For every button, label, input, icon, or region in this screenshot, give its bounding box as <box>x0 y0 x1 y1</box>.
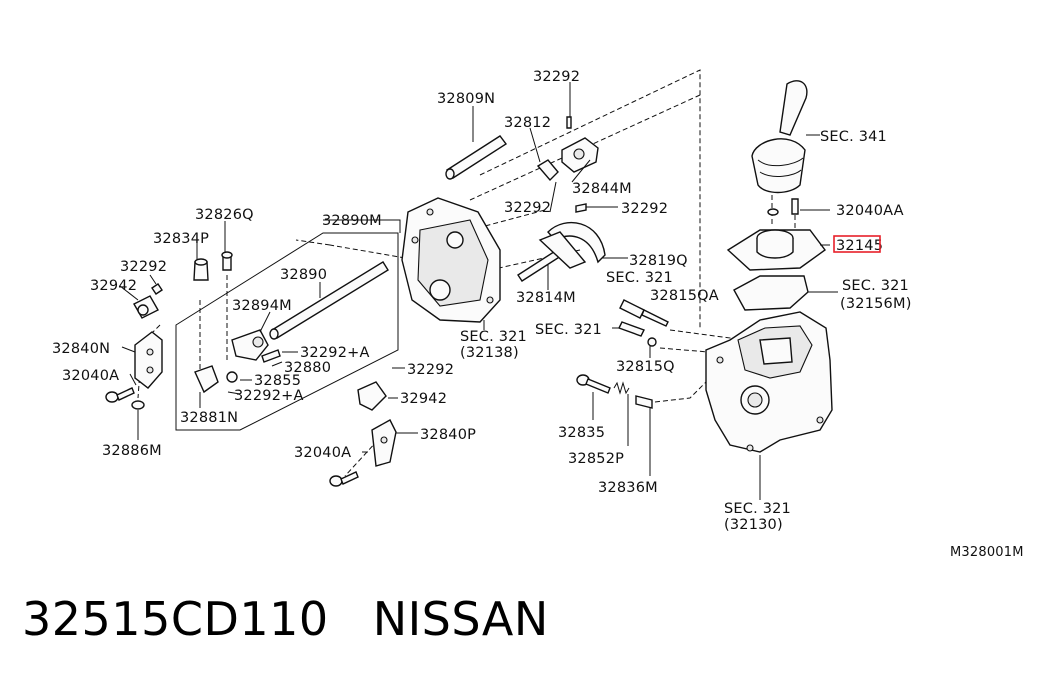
pin-32292-top <box>566 116 572 129</box>
plug-32836M <box>635 395 653 409</box>
label-32844M: 32844M <box>572 181 632 197</box>
label-32836M: 32836M <box>598 480 658 496</box>
leader-lines <box>119 82 838 500</box>
label-32040A-b: 32040A <box>294 445 351 461</box>
bushing-32942-left <box>133 295 159 319</box>
bracket-32840N <box>134 331 163 389</box>
label-32814M: 32814M <box>516 290 576 306</box>
label-32855: 32855 <box>254 373 301 389</box>
label-32942-b: 32942 <box>400 391 447 407</box>
label-32292A-a: 32292+A <box>300 345 370 361</box>
label-32292-b: 32292 <box>504 200 551 216</box>
bolt-32040A-left <box>105 387 135 403</box>
label-32826Q: 32826Q <box>195 207 254 223</box>
label-sec321-b: SEC. 321 <box>842 278 909 294</box>
label-32886M: 32886M <box>102 443 162 459</box>
label-32840N: 32840N <box>52 341 110 357</box>
label-sec321-e: SEC. 321 <box>724 501 791 517</box>
label-sec321-d: SEC. 321 <box>535 322 602 338</box>
label-32852P: 32852P <box>568 451 624 467</box>
dashed-guide-5 <box>669 329 746 341</box>
label-32812: 32812 <box>504 115 551 131</box>
diagram-code: M328001M <box>950 545 1024 560</box>
label-sec341: SEC. 341 <box>820 129 887 145</box>
shift-lever-boot <box>751 80 808 216</box>
clip-32812 <box>536 159 559 182</box>
label-32040A-a: 32040A <box>62 368 119 384</box>
cover-32145 <box>726 229 826 271</box>
adapter-plate-32138 <box>401 197 501 323</box>
label-32040AA: 32040AA <box>836 203 904 219</box>
label-32145: 32145 <box>836 238 883 254</box>
label-32834P: 32834P <box>153 231 209 247</box>
label-32835: 32835 <box>558 425 605 441</box>
label-32890: 32890 <box>280 267 327 283</box>
label-32292-top: 32292 <box>533 69 580 85</box>
shaft-32890 <box>269 261 389 340</box>
footer: 32515CD110 NISSAN <box>22 592 549 668</box>
lever-32894M <box>231 329 269 361</box>
part-number: 32515CD110 <box>22 592 329 646</box>
shaft-32809N <box>445 135 508 180</box>
assembly-frame <box>175 232 399 431</box>
bracket-32840P <box>371 419 397 467</box>
label-32138: (32138) <box>460 345 519 361</box>
brand-name: NISSAN <box>372 592 549 646</box>
label-32130: (32130) <box>724 517 783 533</box>
bolt-32040A-bottom <box>329 471 359 487</box>
label-sec321-a: SEC. 321 <box>606 270 673 286</box>
shift-fork-32819Q <box>538 221 606 269</box>
dashed-guide-14 <box>344 439 379 477</box>
label-32156M: (32156M) <box>840 296 912 312</box>
dashed-guide-1 <box>479 69 701 330</box>
plunger-32835 <box>576 374 611 394</box>
label-32815Q: 32815Q <box>616 359 675 375</box>
dashed-guide-6 <box>659 347 746 356</box>
label-32292-e: 32292 <box>407 362 454 378</box>
dashed-guide-8 <box>295 239 406 259</box>
switch-32815Q <box>618 321 657 347</box>
label-32942-a: 32942 <box>90 278 137 294</box>
transmission-case-32130 <box>705 311 833 453</box>
pin-32880 <box>261 349 281 363</box>
label-32809N: 32809N <box>437 91 495 107</box>
label-32894M: 32894M <box>232 298 292 314</box>
dashed-guide-7 <box>654 379 709 403</box>
label-32880: 32880 <box>284 360 331 376</box>
label-32292A-b: 32292+A <box>234 388 304 404</box>
plug-32834P <box>193 258 209 281</box>
pin-32292-left <box>151 283 163 295</box>
bolt-32826Q <box>221 251 233 271</box>
bracket-32881N <box>194 365 219 394</box>
pin-32292-mid <box>575 203 587 213</box>
label-32292-c: 32292 <box>621 201 668 217</box>
gasket-32156M <box>733 275 809 311</box>
highlight-box-32145 <box>833 235 881 253</box>
dashed-guide-2 <box>469 94 701 201</box>
label-32840P: 32840P <box>420 427 476 443</box>
washer-32886M <box>131 400 145 410</box>
bushing-32942-right <box>357 381 387 411</box>
spring-32855 <box>226 371 238 383</box>
switch-32815QA <box>619 299 669 327</box>
part-labels: 32292 32809N 32812 SEC. 341 32844M 32292… <box>52 69 1024 560</box>
label-32890M: 32890M <box>322 213 382 229</box>
label-32819Q: 32819Q <box>629 253 688 269</box>
spring-32852P <box>613 381 630 395</box>
label-sec321-c: SEC. 321 <box>460 329 527 345</box>
label-32292-d: 32292 <box>120 259 167 275</box>
label-32881N: 32881N <box>180 410 238 426</box>
label-32815QA: 32815QA <box>650 288 719 304</box>
block-32844M <box>561 137 599 173</box>
